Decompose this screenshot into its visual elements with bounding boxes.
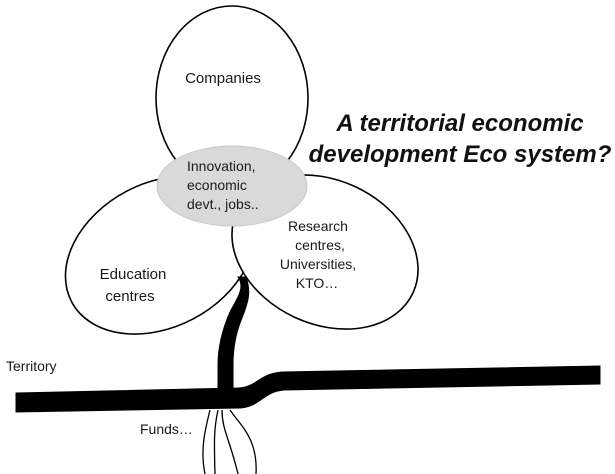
center-label-line-3: devt., jobs.. (187, 196, 259, 212)
root-mid-left (213, 409, 219, 474)
root-mid-right (221, 409, 239, 474)
education-label-line-2: centres (105, 288, 154, 305)
center-label-line-2: economic (187, 177, 247, 193)
research-label-line-1: Research (288, 218, 348, 234)
territory-label: Territory (6, 358, 57, 374)
research-label-line-4: KTO… (296, 275, 339, 291)
root-left (202, 409, 211, 474)
territory-ground (15, 365, 601, 413)
funds-label: Funds… (140, 421, 193, 437)
research-label-line-3: Universities, (280, 256, 356, 272)
title-line-1: A territorial economic (335, 110, 583, 137)
title-line-2: development Eco system? (309, 141, 612, 168)
research-label-line-2: centres, (295, 237, 345, 253)
root-right (229, 409, 257, 474)
education-label-line-1: Education (100, 266, 167, 283)
companies-label: Companies (185, 70, 261, 87)
center-label-line-1: Innovation, (187, 158, 256, 174)
innovation-center (156, 145, 308, 227)
